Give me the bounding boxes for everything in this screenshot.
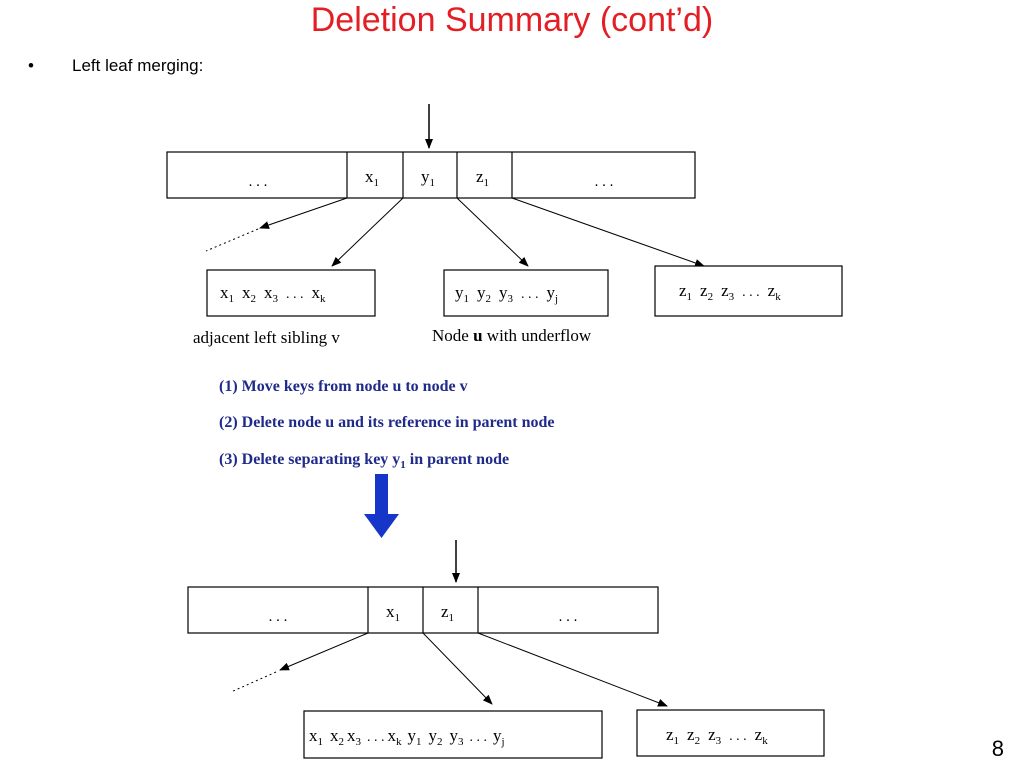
node-u-caption: Node u with underflow (432, 326, 592, 345)
parent-key-z1: z1 (476, 167, 489, 189)
after-parent-right-ellipsis: . . . (559, 609, 578, 625)
after-parent-key-x1: x1 (386, 602, 400, 624)
bullet-marker: • (28, 56, 34, 75)
before-child-pointers (205, 197, 705, 267)
parent-key-x1: x1 (365, 167, 379, 189)
merge-steps-list: (1) Move keys from node u to node v (2) … (219, 378, 555, 471)
step-2: (2) Delete node u and its reference in p… (219, 414, 555, 431)
after-parent-left-ellipsis: . . . (269, 609, 288, 625)
left-sibling-caption: adjacent left sibling v (193, 328, 340, 347)
parent-left-ellipsis: . . . (249, 174, 268, 190)
step-1: (1) Move keys from node u to node v (219, 378, 468, 395)
after-parent-node: . . . x1 z1 . . . (187, 540, 659, 634)
before-parent-node: . . . x1 y1 z1 . . . (166, 104, 696, 199)
after-child-pointers (230, 632, 668, 707)
parent-right-ellipsis: . . . (595, 174, 614, 190)
transition-down-arrow (364, 474, 399, 538)
parent-key-y1: y1 (421, 167, 435, 189)
slide-title: Deletion Summary (cont’d) (310, 1, 714, 39)
page-number: 8 (991, 736, 1004, 761)
bullet-text: Left leaf merging: (72, 56, 204, 75)
after-parent-key-z1: z1 (441, 602, 454, 624)
bullet-item: • Left leaf merging: (28, 56, 203, 76)
step-3: (3) Delete separating key y1 in parent n… (219, 451, 509, 471)
